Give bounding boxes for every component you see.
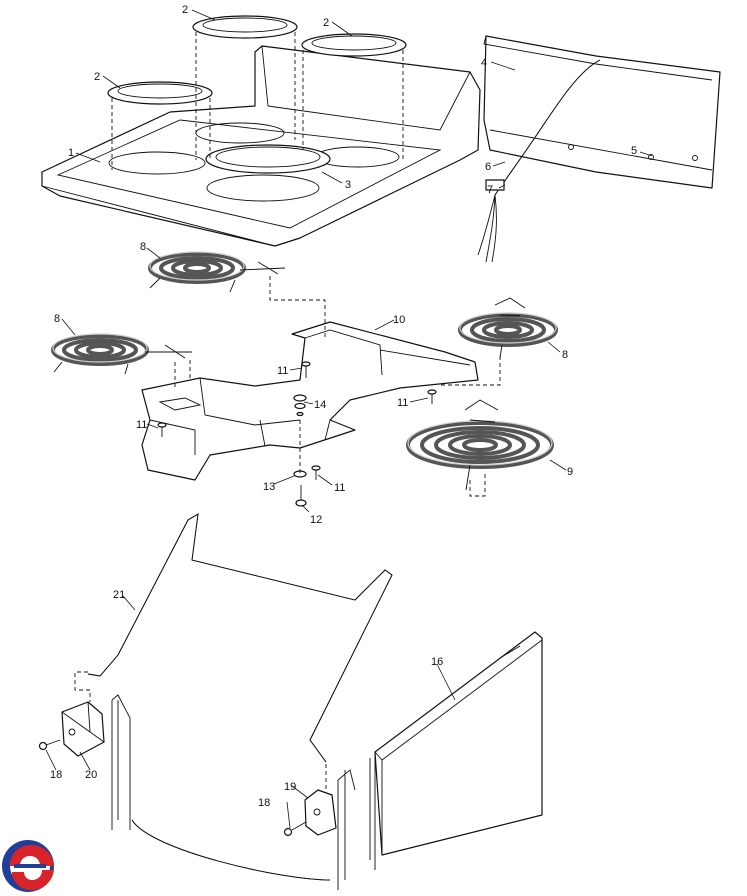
screw-18-left (38, 739, 61, 751)
callout-11-right: 11 (397, 397, 408, 409)
callout-labels: 2 2 2 1 3 4 6 7 5 8 8 8 10 11 11 14 11 9… (50, 4, 637, 809)
screw-12 (295, 485, 307, 507)
callout-11-upper: 11 (277, 365, 288, 377)
callout-21: 21 (113, 589, 125, 601)
back-panel (477, 35, 721, 263)
spacer-14 (293, 394, 307, 417)
callout-16: 16 (431, 656, 443, 668)
trim-ring-right (301, 33, 407, 57)
callout-11-left: 11 (136, 419, 147, 431)
callout-8-top: 8 (140, 241, 146, 253)
trim-ring-top (192, 15, 298, 39)
callout-12: 12 (310, 514, 322, 526)
callout-3: 3 (345, 179, 351, 191)
surface-element-right (458, 297, 558, 359)
screw-11-upper (301, 361, 311, 378)
callout-2-top: 2 (182, 4, 188, 16)
callout-9: 9 (567, 466, 573, 478)
surface-element-top (148, 251, 286, 293)
callout-8-left: 8 (54, 313, 60, 325)
screw-11-lower (311, 465, 321, 480)
callout-2-right: 2 (323, 17, 329, 29)
side-panel (369, 631, 543, 870)
callout-18-right: 18 (258, 797, 270, 809)
trim-ring-left (107, 81, 213, 105)
callout-5: 5 (631, 145, 637, 157)
oven-rack-wire (87, 513, 393, 763)
screw-18-right (283, 821, 307, 837)
screw-11-right (427, 389, 437, 404)
callout-10: 10 (393, 314, 405, 326)
callout-13: 13 (263, 481, 275, 493)
callout-6: 6 (485, 161, 491, 173)
surface-element-large (406, 399, 554, 491)
hinge-bracket-right (304, 789, 337, 836)
callout-8-right: 8 (562, 349, 568, 361)
callout-4: 4 (481, 57, 487, 69)
callout-18-left: 18 (50, 769, 62, 781)
callout-14: 14 (314, 399, 326, 411)
element-support-box (141, 321, 479, 481)
callout-2-left: 2 (94, 71, 100, 83)
callout-11-lower: 11 (334, 482, 345, 494)
screw-11-left (157, 422, 167, 437)
surface-element-left (51, 333, 192, 375)
callout-20: 20 (85, 769, 97, 781)
callout-19: 19 (284, 781, 296, 793)
leader-lines (45, 9, 653, 829)
brand-logo (2, 840, 54, 892)
cooktop (41, 45, 481, 247)
hinge-bracket-left (61, 701, 105, 757)
oven-front-frame (111, 694, 356, 890)
callout-1: 1 (68, 147, 74, 159)
callout-7: 7 (487, 184, 493, 196)
